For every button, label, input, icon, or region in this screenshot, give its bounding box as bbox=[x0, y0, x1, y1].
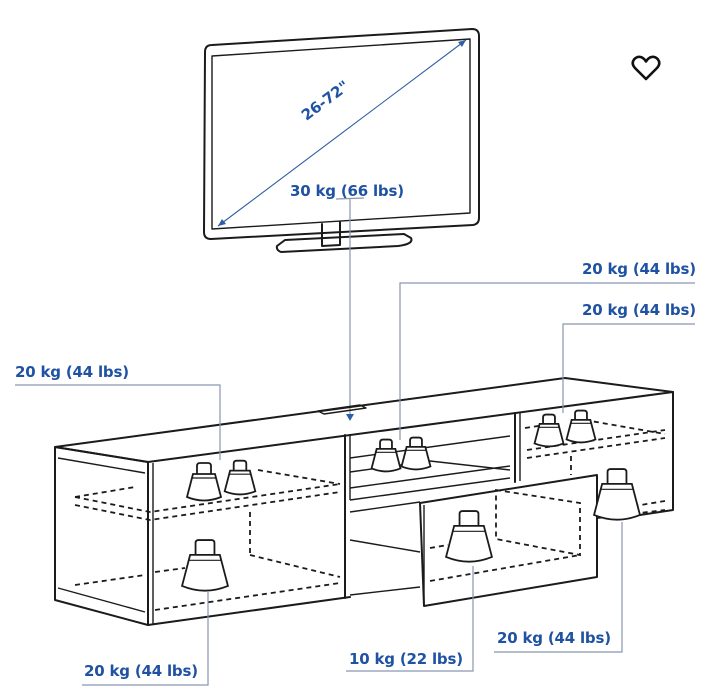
weight-icon bbox=[592, 483, 642, 521]
drawer-load-label: 10 kg (22 lbs) bbox=[349, 650, 463, 668]
weight-icon bbox=[400, 446, 432, 471]
weight-icons bbox=[180, 409, 642, 592]
weight-icon bbox=[565, 419, 597, 444]
right-bottom-load-label: 20 kg (44 lbs) bbox=[497, 629, 611, 647]
weight-handle bbox=[194, 539, 216, 556]
tv-illustration bbox=[203, 28, 480, 421]
right-shelf-load-label: 20 kg (44 lbs) bbox=[582, 301, 696, 319]
tv-bench-illustration bbox=[54, 377, 674, 626]
weight-handle bbox=[196, 462, 212, 475]
weight-handle bbox=[574, 409, 588, 421]
weight-handle bbox=[232, 459, 248, 472]
weight-icon bbox=[185, 473, 223, 502]
weight-handle bbox=[542, 413, 556, 425]
weight-handle bbox=[606, 468, 628, 485]
weight-icon bbox=[223, 469, 257, 496]
weight-icon bbox=[370, 448, 402, 473]
weight-icon bbox=[533, 423, 565, 448]
leader-lines bbox=[15, 282, 695, 686]
left-shelf-load-label: 20 kg (44 lbs) bbox=[15, 363, 129, 381]
weight-handle bbox=[379, 438, 393, 450]
tv-weight-label: 30 kg (66 lbs) bbox=[290, 182, 404, 200]
weight-handle bbox=[458, 510, 480, 527]
favorite-button[interactable] bbox=[628, 52, 664, 84]
middle-shelf-load-label: 20 kg (44 lbs) bbox=[582, 260, 696, 278]
heart-outline-icon bbox=[631, 55, 661, 81]
weight-icon bbox=[180, 554, 230, 592]
weight-icon bbox=[444, 525, 494, 563]
weight-handle bbox=[409, 436, 423, 448]
left-bottom-load-label: 20 kg (44 lbs) bbox=[84, 662, 198, 680]
